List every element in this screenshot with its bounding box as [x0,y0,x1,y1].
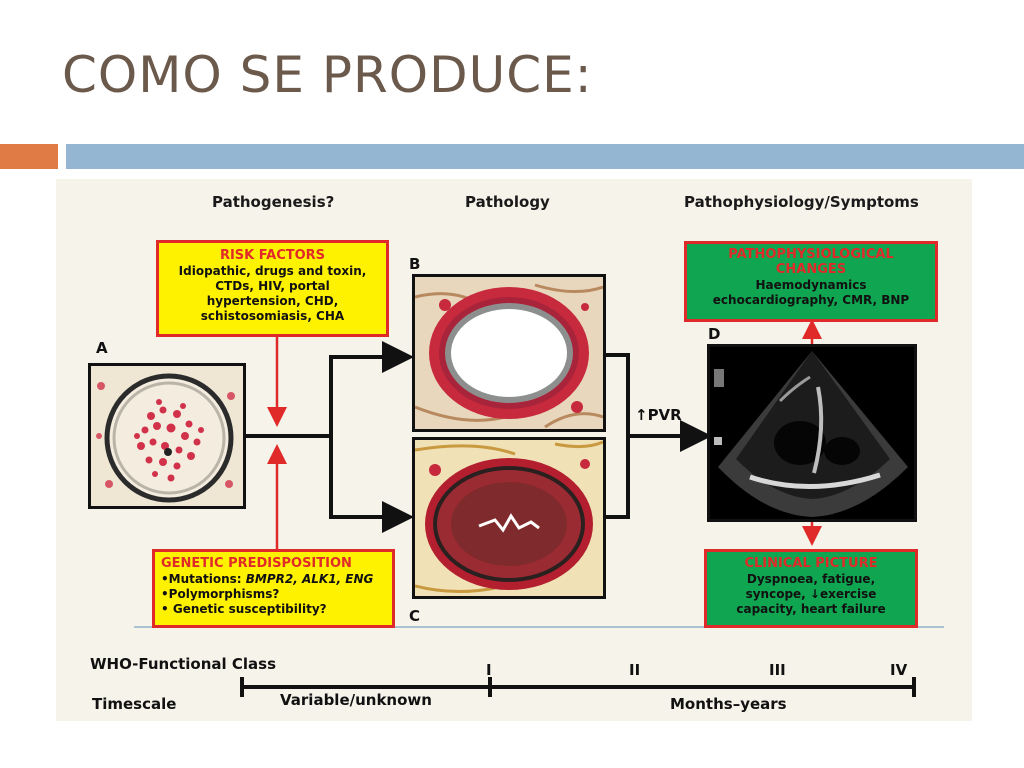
panel-d-echocardiogram [707,344,917,522]
timescale-late: Months–years [670,695,787,713]
genetic-susceptibility-line: • Genetic susceptibility? [161,602,327,616]
risk-factors-line: schistosomiasis, CHA [200,309,345,323]
clinical-title: CLINICAL PICTURE [744,556,878,571]
accent-bar-blue [66,144,1024,169]
genetic-predisposition-box: GENETIC PREDISPOSITION •Mutations: BMPR2… [152,549,395,628]
genetic-genes: BMPR2, ALK1, ENG [245,572,374,586]
accent-bar-orange [0,144,58,169]
who-class-label: WHO-Functional Class [90,655,277,673]
pathophys-title-2: CHANGES [775,262,847,277]
who-class-iii: III [769,661,786,679]
risk-factors-box: RISK FACTORS Idiopathic, drugs and toxin… [156,240,389,337]
pvr-label: ↑PVR [635,406,682,424]
who-class-i: I [486,661,492,679]
clinical-line: capacity, heart failure [736,602,886,616]
panel-b-micrograph [412,274,606,432]
panel-letter-c: C [409,607,421,625]
genetic-mutations-line: •Mutations: BMPR2, ALK1, ENG [161,572,374,586]
panel-c-micrograph [412,437,606,599]
panel-letter-a: A [96,339,108,357]
pathophys-title-1: PATHOPHYSIOLOGICAL [728,247,894,262]
clinical-line: syncope, ↓exercise [745,587,877,601]
clinical-line: Dyspnoea, fatigue, [746,572,876,586]
who-class-iv: IV [890,661,908,679]
panel-letter-b: B [409,255,421,273]
pathophysiological-changes-box: PATHOPHYSIOLOGICAL CHANGES Haemodynamics… [684,241,938,322]
header-pathogenesis: Pathogenesis? [212,193,335,211]
risk-factors-line: hypertension, CHD, [206,294,339,308]
risk-factors-line: Idiopathic, drugs and toxin, [178,264,367,278]
risk-factors-title: RISK FACTORS [219,248,326,263]
panel-letter-d: D [708,325,721,343]
slide-title: COMO SE PRODUCE: [62,46,593,104]
genetic-polymorphisms-line: •Polymorphisms? [161,587,280,601]
panel-a-micrograph [88,363,246,509]
genetic-title: GENETIC PREDISPOSITION [161,556,352,571]
risk-factors-line: CTDs, HIV, portal [215,279,330,293]
timescale-early: Variable/unknown [280,691,432,709]
pathophys-line: Haemodynamics [755,278,867,292]
pathophys-line: echocardiography, CMR, BNP [712,293,910,307]
header-pathophysiology: Pathophysiology/Symptoms [684,193,919,211]
clinical-picture-box: CLINICAL PICTURE Dyspnoea, fatigue, sync… [704,549,918,628]
timescale-label: Timescale [92,695,177,713]
who-class-ii: II [629,661,641,679]
header-pathology: Pathology [465,193,550,211]
pathogenesis-figure: Pathogenesis? Pathology Pathophysiology/… [56,179,972,721]
